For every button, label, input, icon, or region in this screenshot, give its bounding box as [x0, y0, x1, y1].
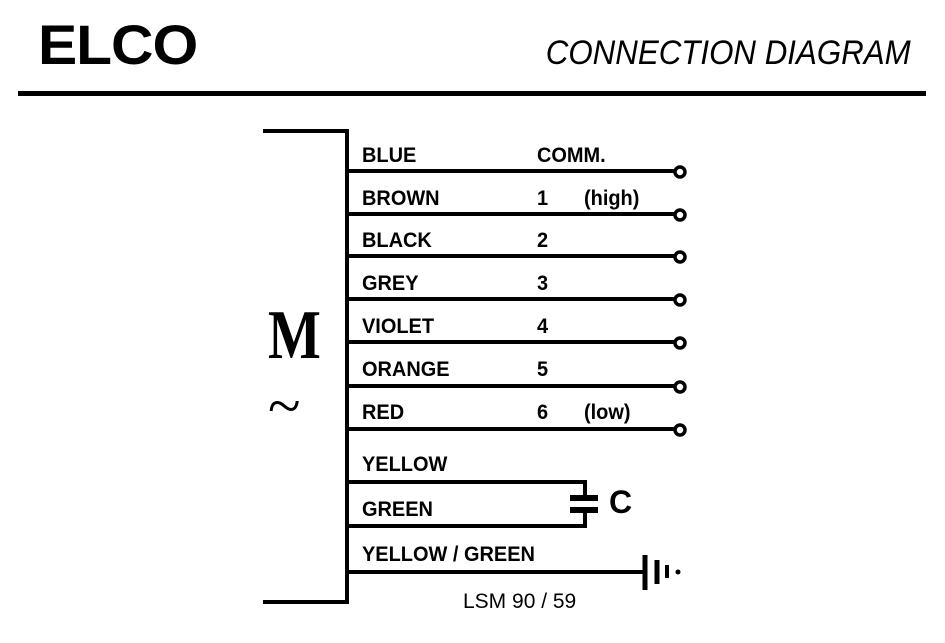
capacitor-icon [347, 480, 598, 528]
wire-color-label: BLUE [362, 144, 417, 167]
header-divider [18, 91, 926, 96]
wire-terminal-label: 5 [537, 358, 549, 381]
wire-note-label: (low) [584, 401, 631, 424]
capacitor-wire-a-label: YELLOW [362, 453, 448, 476]
wire-color-label: BROWN [362, 187, 440, 210]
wire-lines [347, 169, 676, 431]
wire-color-label: VIOLET [362, 315, 435, 338]
ground-icon [347, 555, 681, 590]
ground-wire-label: YELLOW / GREEN [362, 543, 535, 566]
motor-symbol: M [268, 297, 321, 374]
wire-terminal-label: COMM. [537, 144, 606, 167]
wire-color-label: ORANGE [362, 358, 450, 381]
wire-terminal-label: 1 [537, 187, 549, 210]
wire-color-label: BLACK [362, 229, 432, 252]
terminal-icons [673, 165, 687, 437]
wire-terminal-label: 2 [537, 229, 549, 252]
ac-symbol: ~ [268, 373, 301, 439]
capacitor-wire-b-label: GREEN [362, 498, 433, 521]
page-title: CONNECTION DIAGRAM [546, 34, 911, 72]
wire-terminal-label: 3 [537, 272, 549, 295]
brand-logo: ELCO [38, 13, 198, 76]
wire-terminal-label: 6 [537, 401, 549, 424]
wire-color-label: GREY [362, 272, 419, 295]
wire-terminal-label: 4 [537, 315, 549, 338]
wire-note-label: (high) [584, 187, 640, 210]
capacitor-label: C [609, 484, 633, 520]
wire-color-label: RED [362, 401, 405, 424]
model-number: LSM 90 / 59 [463, 590, 577, 613]
